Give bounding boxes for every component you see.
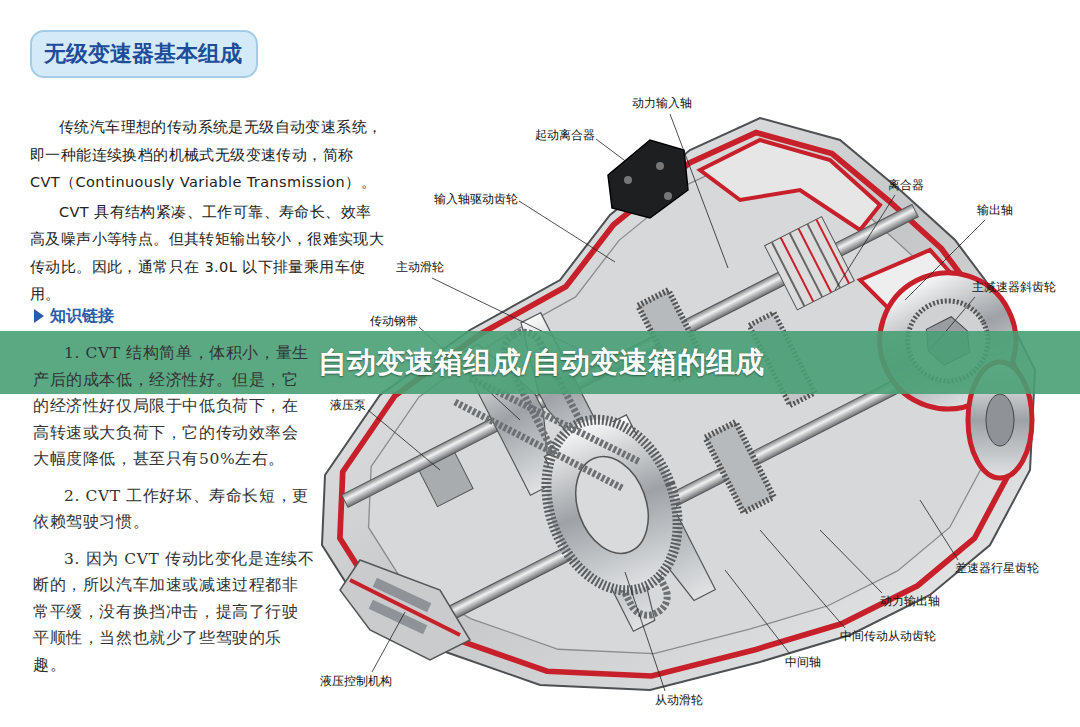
heading-marker [34,309,44,323]
part-label: 主减速器斜齿轮 [972,280,1056,294]
part-label: 动力输出轴 [880,594,940,608]
leader-lines [368,114,985,691]
leader-lines-part [596,139,640,172]
leader-lines-part [368,410,440,470]
driven-pulley-chain [455,378,700,609]
part-label: 起动离合器 [535,128,595,142]
section-heading: 知识链接 [50,305,114,327]
part-label: 传动钢带 [370,314,418,328]
hydraulic-control-part [340,560,470,660]
internals-part [705,422,773,512]
part-label: 动力输入轴 [632,96,692,110]
note-item: 2. CVT 工作好坏、寿命长短，更依赖驾驶习惯。 [33,483,315,536]
part-label: 主动滑轮 [396,260,444,274]
internals-part [419,453,473,507]
part-label: 中间轴 [785,655,821,669]
leader-lines-part [625,572,665,691]
start-clutch-part [608,140,688,218]
part-label: 从动滑轮 [655,693,703,707]
internals [309,123,1061,721]
start-clutch-part [656,162,664,170]
part-label: 输出轴 [977,203,1013,217]
housing-part [369,156,989,654]
start-clutch-part [664,192,672,200]
part-label: 液压泵 [330,398,366,412]
leader-lines-part [670,114,728,268]
internals-part [816,219,849,283]
housing-part [700,140,880,230]
note-item: 3. 因为 CVT 传动比变化是连续不断的，所以汽车加速或减速过程都非常平缓，没… [33,546,315,679]
note-item: 1. CVT 结构简单，体积小，量生产后的成本低，经济性好。但是，它的经济性好仅… [33,340,315,473]
part-label: 中间传动从动齿轮 [840,629,936,643]
housing-part [340,133,1017,676]
leader-lines-part [920,500,958,560]
leader-lines-part [760,530,845,628]
start-clutch-part [624,176,632,184]
hydraulic-control-part [350,580,460,635]
leader-lines-part [820,530,882,593]
output-flange-part [986,394,1014,446]
driven-pulley-chain-part [455,378,640,488]
part-label: 液压控制机构 [320,674,392,688]
leader-lines-part [519,201,615,262]
part-label: 差速器行星齿轮 [955,561,1039,575]
intro-paragraph: CVT 具有结构紧凑、工作可靠、寿命长、效率高及噪声小等特点。但其转矩输出较小，… [30,199,386,309]
start-clutch [608,140,688,218]
internals-part [765,217,855,310]
leader-lines-part [835,195,895,290]
title-box: 无级变速器基本组成 [30,30,258,78]
part-label: 输入轴驱动齿轮 [434,192,518,206]
leader-lines-part [725,570,790,654]
part-label: 离合器 [888,178,924,192]
leader-lines-part [372,612,405,672]
intro-paragraph: 传统汽车理想的传动系统是无级自动变速系统，即一种能连续换档的机械式无级变速传动，… [30,114,386,197]
hydraulic-control [340,560,470,660]
driven-pulley-chain-part [524,401,701,609]
